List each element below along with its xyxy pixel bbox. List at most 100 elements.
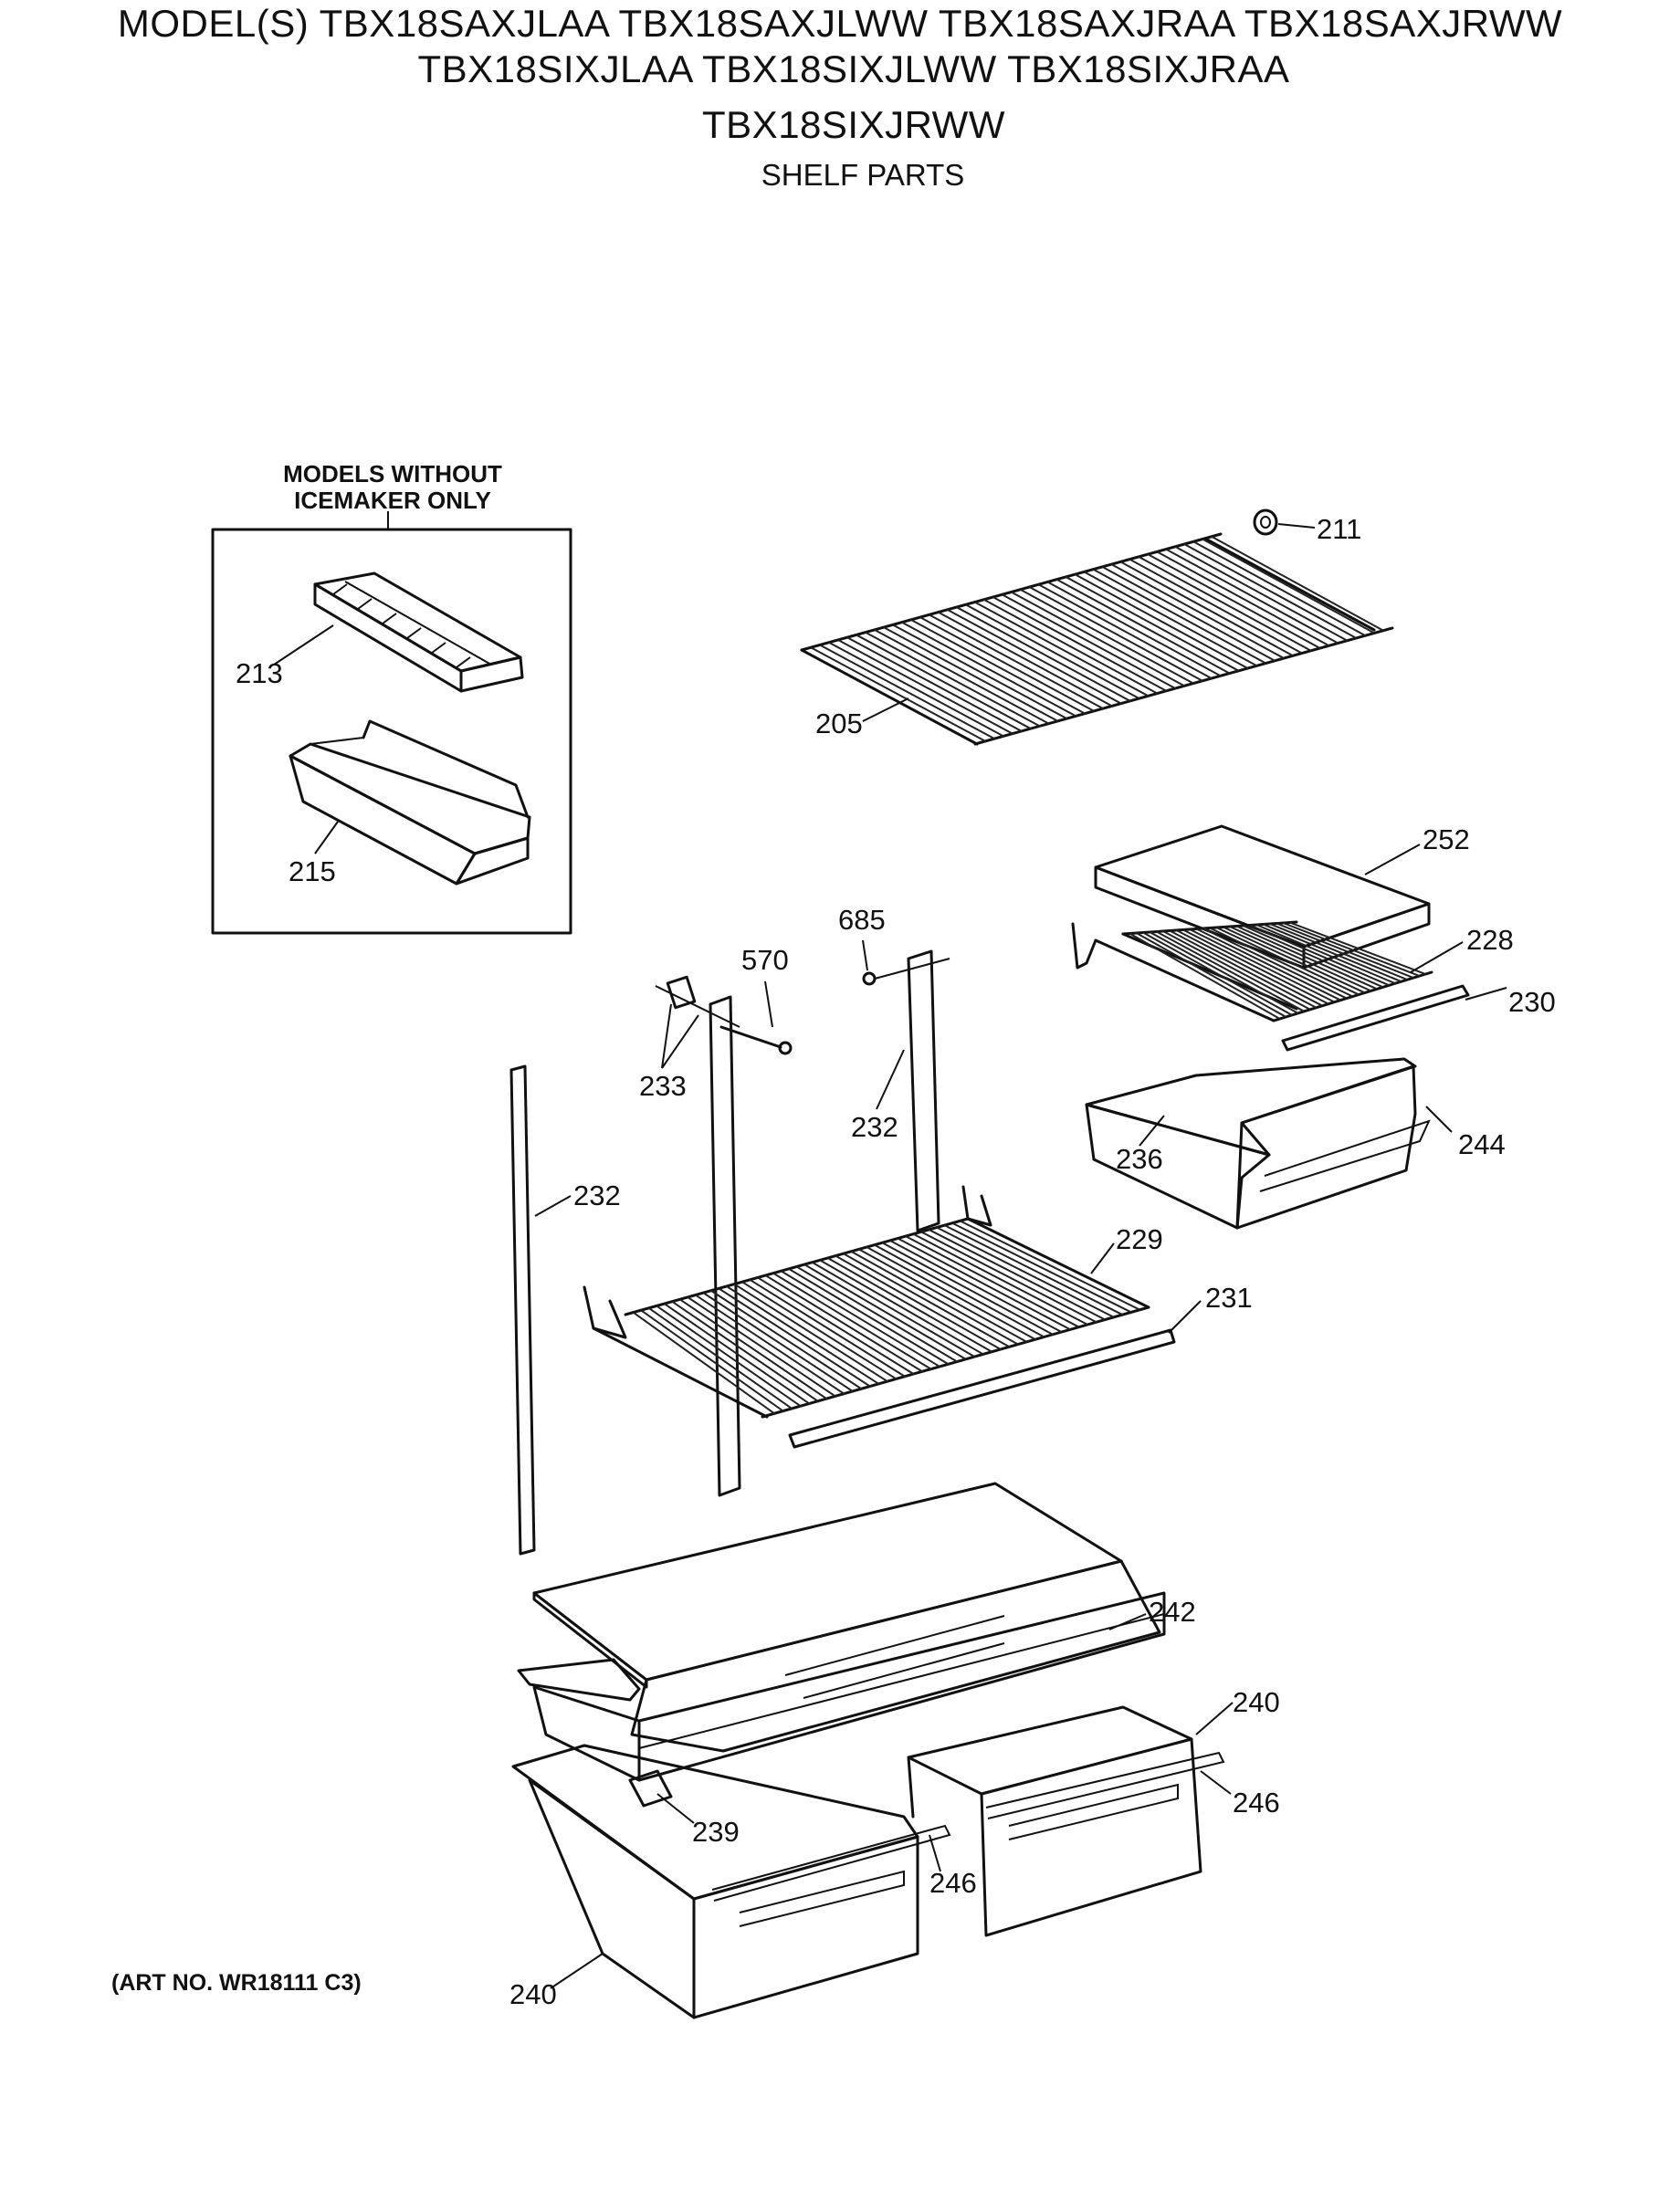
shelf-wire xyxy=(671,1300,820,1403)
door-bin xyxy=(289,719,531,886)
shelf-wire xyxy=(1192,540,1366,637)
shelf-wire xyxy=(1229,926,1371,992)
callout-215: 215 xyxy=(289,855,336,887)
shelf-wire xyxy=(843,1253,1011,1348)
shelf-wire xyxy=(956,606,1131,702)
shelf-wire xyxy=(1249,924,1390,987)
shelf-wire xyxy=(810,646,987,743)
callout-230: 230 xyxy=(1508,986,1556,1018)
shelf-wire xyxy=(892,624,1068,720)
shelf-wire xyxy=(910,618,1087,715)
rail-left-232 xyxy=(509,1064,536,1556)
shelf-wire xyxy=(974,601,1150,697)
shelf-wire xyxy=(1138,555,1312,652)
shelf-wire xyxy=(1046,581,1222,677)
callout-228: 228 xyxy=(1466,924,1514,956)
shelf-wire xyxy=(947,608,1122,705)
front-rail-231 xyxy=(788,1328,1176,1449)
callout-239: 239 xyxy=(692,1816,740,1848)
shelf-wire xyxy=(837,639,1014,735)
shelf-wire xyxy=(912,1232,1088,1326)
callout-252: 252 xyxy=(1423,823,1470,855)
shelf-wire xyxy=(846,636,1023,733)
shelf-wire xyxy=(812,1261,976,1358)
shelf-wire xyxy=(656,1305,803,1408)
shelf-wire xyxy=(1202,928,1348,1000)
shelf-wire xyxy=(726,1285,881,1386)
models-line-3: TBX18SIXJRWW xyxy=(702,103,1005,146)
crisper-drawer-236 xyxy=(1085,1057,1431,1230)
shelf-wire xyxy=(920,1231,1097,1324)
models-line-1: MODEL(S) TBX18SAXJLAA TBX18SAXJLWW TBX18… xyxy=(117,2,1563,45)
models-line-2: TBX18SIXJLAA TBX18SIXJLWW TBX18SIXJRAA xyxy=(417,47,1290,90)
shelf-wire xyxy=(1289,921,1426,975)
rail-middle-232 xyxy=(709,995,741,1497)
shelf-wire xyxy=(1162,930,1311,1011)
callout-236: 236 xyxy=(1116,1143,1163,1175)
shelf-wire xyxy=(866,1246,1036,1341)
shelf-wire xyxy=(780,1270,941,1368)
shelf-wire xyxy=(1156,550,1330,647)
shelf-wire xyxy=(1189,928,1335,1003)
shelf-wire xyxy=(1211,535,1384,632)
shelf-wire xyxy=(1065,576,1240,672)
shelf-wire xyxy=(819,1259,984,1356)
shelf-wire xyxy=(664,1303,812,1406)
callout-246-right: 246 xyxy=(1233,1787,1280,1819)
cover-glass-242 xyxy=(532,1482,1161,1753)
shelf-wire xyxy=(1169,929,1318,1009)
shelf-wire xyxy=(1142,931,1293,1016)
shelf-wire xyxy=(874,629,1050,725)
shelf-wire xyxy=(1183,543,1357,639)
shelf-wire xyxy=(943,1224,1123,1316)
callout-205: 205 xyxy=(815,708,863,739)
shelf-wire xyxy=(828,641,1005,738)
shelf-wire xyxy=(1255,924,1396,985)
shelf-wire xyxy=(827,1257,993,1353)
callout-233: 233 xyxy=(639,1070,687,1102)
callout-246-left: 246 xyxy=(929,1867,977,1899)
callout-211: 211 xyxy=(1317,513,1361,545)
shelf-wire xyxy=(733,1283,889,1383)
shelf-wire xyxy=(1083,571,1258,667)
wire-shelf-229 xyxy=(583,1185,1150,1419)
shelf-wire xyxy=(718,1287,872,1389)
shelf-wire xyxy=(1092,568,1266,665)
callout-240-right: 240 xyxy=(1233,1686,1280,1718)
shelf-wire xyxy=(905,1235,1080,1328)
shelf-wire xyxy=(710,1289,864,1390)
shelf-wire xyxy=(757,1276,916,1376)
shelf-wire xyxy=(897,1237,1071,1331)
callout-213: 213 xyxy=(236,657,283,689)
shelf-wire xyxy=(1223,926,1366,994)
icemaker-inset: MODELS WITHOUT ICEMAKER ONLY 213 xyxy=(211,460,572,935)
shelf-wire xyxy=(749,1278,907,1379)
shelf-wire xyxy=(1182,928,1329,1005)
shelf-wire xyxy=(1269,923,1408,981)
cover-frame xyxy=(517,1591,1166,1782)
shelf-wire xyxy=(795,1265,959,1363)
shelf-wire xyxy=(647,1307,794,1410)
shelf-wire xyxy=(1028,586,1203,682)
shelf-clip xyxy=(1253,508,1278,536)
shelf-wire xyxy=(1149,931,1299,1014)
art-number: (ART NO. WR18111 C3) xyxy=(111,1970,362,1996)
shelf-wire xyxy=(856,634,1032,730)
glass-shelf-252 xyxy=(1094,824,1431,970)
shelf-wire xyxy=(772,1272,933,1371)
section-title: SHELF PARTS xyxy=(761,158,965,192)
shelf-wire xyxy=(1174,545,1349,642)
shelf-wire xyxy=(764,1274,924,1373)
shelf-wire xyxy=(1243,925,1384,989)
callout-232-right: 232 xyxy=(851,1111,898,1143)
inset-frame xyxy=(211,528,572,935)
shelf-wire xyxy=(992,596,1168,692)
shelf-wire xyxy=(695,1294,846,1396)
shelf-wire xyxy=(938,611,1113,708)
shelf-wire xyxy=(965,603,1140,700)
shelf-wire xyxy=(1129,558,1303,655)
ice-tray xyxy=(313,571,524,693)
wire-shelf-205 xyxy=(800,532,1394,746)
shelf-wire xyxy=(1283,922,1421,978)
wire-shelf-228 xyxy=(1071,920,1433,1022)
